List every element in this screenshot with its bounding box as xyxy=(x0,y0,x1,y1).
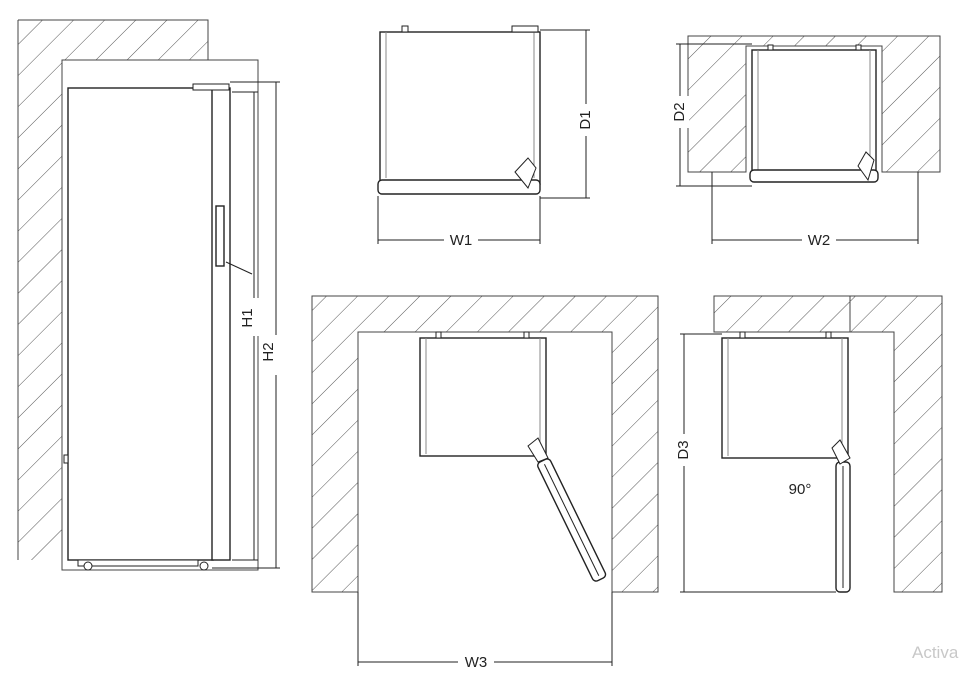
side-marker xyxy=(63,454,69,464)
door-handle xyxy=(215,205,225,267)
fridge-body xyxy=(67,87,214,561)
wall-hatch-d3 xyxy=(713,295,943,593)
wall-hatch-recess xyxy=(687,35,941,173)
watermark-text: Activa xyxy=(912,643,959,662)
door-closed-2 xyxy=(749,169,879,183)
fridge-top-outline-2 xyxy=(751,49,877,175)
fridge-base xyxy=(77,559,199,567)
top-view-w2: D2 W2 xyxy=(671,35,941,250)
d1-label: D1 xyxy=(577,110,594,129)
handle-leader xyxy=(225,261,253,275)
w1-label: W1 xyxy=(450,232,473,249)
h2-label: H2 xyxy=(260,342,277,361)
fridge-top-outline-3 xyxy=(419,337,547,457)
angle-label: 90° xyxy=(789,481,812,498)
fridge-top-outline xyxy=(379,31,541,185)
d2-label: D2 xyxy=(671,102,688,121)
door-handle-top xyxy=(514,157,537,189)
fridge-top-outline-4 xyxy=(721,337,849,459)
top-view-w3: W3 xyxy=(311,295,659,672)
door-closed xyxy=(377,179,541,195)
wall-hatch-w3 xyxy=(311,295,659,593)
h1-label: H1 xyxy=(239,308,256,327)
d3-label: D3 xyxy=(675,440,692,459)
w2-label: W2 xyxy=(808,232,831,249)
door-open-angled xyxy=(537,458,607,582)
top-hinge xyxy=(192,83,230,91)
top-view-w1: D1 W1 xyxy=(377,25,595,250)
w3-label: W3 xyxy=(465,654,488,671)
foot-left xyxy=(83,561,93,571)
fridge-door-edge xyxy=(211,87,231,561)
foot-right xyxy=(199,561,209,571)
top-view-d3: D3 90° xyxy=(675,295,943,593)
side-view: H1 H2 xyxy=(17,19,287,571)
